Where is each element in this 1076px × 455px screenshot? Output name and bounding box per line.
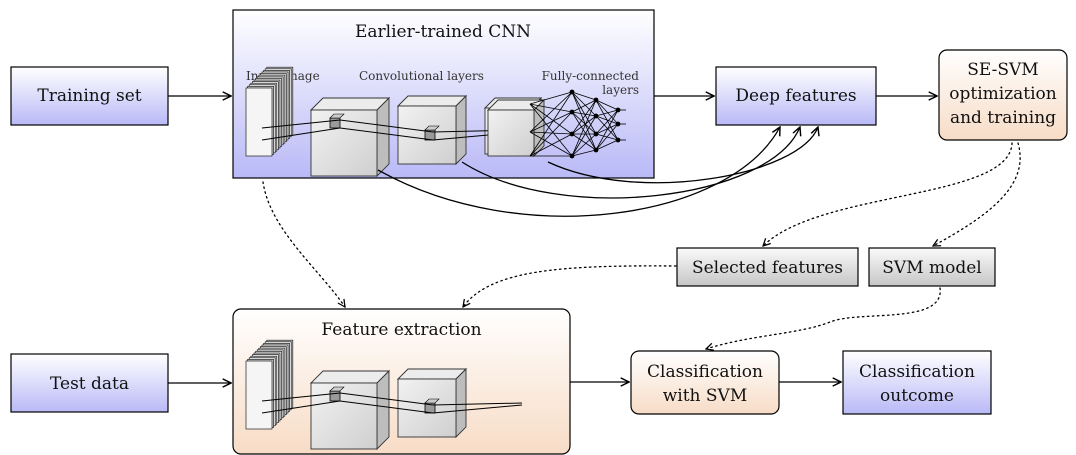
fc-edge	[571, 115, 597, 157]
fc-neuron	[569, 131, 575, 137]
fc-neuron	[569, 109, 575, 115]
fc-edge	[595, 115, 619, 141]
classification-label-line2: with SVM	[663, 386, 748, 406]
projection-line	[261, 400, 341, 414]
projection-line	[261, 127, 341, 141]
conv-kernel-1	[329, 113, 345, 129]
selected-features-node: Selected features	[676, 247, 859, 287]
conv-kernel-1	[329, 386, 345, 402]
fc-edge	[529, 111, 573, 157]
test-data-node: Test data	[10, 353, 169, 413]
conv-cube-1	[309, 96, 391, 178]
input-image-stack	[245, 66, 294, 157]
projection-line	[339, 127, 434, 141]
fc-edge	[571, 91, 597, 101]
fc-edge	[571, 133, 597, 157]
fc-edge	[529, 103, 573, 157]
arrow-fc-to-deep	[547, 127, 818, 184]
fc-edge	[571, 111, 597, 135]
deep-features-node: Deep features	[715, 66, 877, 126]
svm-model-node: SVM model	[868, 247, 996, 287]
fc-edge	[571, 133, 597, 151]
dotted-svmmodel-to-classification	[706, 287, 941, 349]
sesvm-label-line1: SE-SVM	[967, 60, 1038, 80]
fc-edge	[571, 91, 597, 135]
fc-edge	[571, 91, 597, 151]
fc-neuron	[593, 113, 599, 119]
projection-line	[432, 404, 523, 414]
projection-line	[261, 119, 341, 129]
fc-label-line1: Fully-connected	[542, 69, 640, 83]
conv-layers-label: Convolutional layers	[359, 69, 484, 83]
fc-edge	[595, 109, 619, 117]
fc-edge	[571, 111, 597, 117]
feature-extraction-title: Feature extraction	[321, 320, 481, 340]
training-set-label: Training set	[37, 86, 141, 106]
fc-edge	[571, 149, 597, 157]
fully-connected-network	[529, 89, 626, 159]
fc-edge	[529, 91, 573, 157]
projection-line	[339, 400, 434, 414]
fc-edge	[571, 99, 597, 157]
projection-line	[432, 402, 523, 406]
fc-edge	[571, 91, 597, 117]
fc-neuron	[569, 89, 575, 95]
cnn-title: Earlier-trained CNN	[355, 22, 531, 42]
fc-edge	[529, 91, 573, 105]
training-set-node: Training set	[10, 66, 169, 126]
fc-edge	[571, 99, 597, 135]
arrow-conv2-to-deep	[461, 127, 800, 199]
conv-cube-3	[486, 98, 546, 158]
fc-neuron	[569, 153, 575, 159]
fc-edge	[595, 99, 619, 125]
arrow-conv1-to-deep	[377, 127, 780, 217]
projection-line	[261, 392, 341, 402]
fc-edge	[595, 139, 619, 151]
dotted-sesvm-to-svmmodel	[933, 142, 1021, 246]
conv-kernel-2	[424, 398, 440, 414]
sesvm-node: SE-SVM optimization and training	[938, 49, 1068, 141]
fc-edge	[529, 103, 573, 135]
fc-neuron	[593, 147, 599, 153]
classification-label-line1: Classification	[647, 362, 763, 382]
fc-edge	[595, 109, 619, 151]
projection-line	[339, 119, 434, 133]
cnn-illustration-bottom	[245, 98, 546, 451]
fc-edge	[529, 111, 573, 133]
fc-neuron	[593, 97, 599, 103]
fc-edge	[529, 103, 573, 113]
selected-features-label: Selected features	[692, 258, 843, 278]
sesvm-label-line3: and training	[950, 108, 1056, 128]
fc-edge	[571, 115, 597, 135]
fc-edge	[595, 123, 619, 135]
test-data-label: Test data	[50, 374, 129, 394]
fc-neuron	[593, 131, 599, 137]
fc-edge	[571, 99, 597, 113]
svm-model-label: SVM model	[882, 258, 981, 278]
fc-label-line2: layers	[602, 83, 639, 97]
deep-features-label: Deep features	[735, 86, 856, 106]
sesvm-label-line2: optimization	[949, 84, 1057, 104]
outcome-label-line2: outcome	[880, 386, 954, 406]
fc-edge	[571, 111, 597, 151]
conv-cube-1	[309, 369, 391, 451]
fc-edge	[529, 131, 573, 135]
outcome-node: Classification outcome	[842, 350, 992, 415]
fc-edge	[529, 133, 573, 157]
fc-edge	[529, 91, 573, 133]
conv-kernel-2	[424, 125, 440, 141]
fc-edge	[529, 131, 573, 157]
projection-line	[339, 392, 434, 406]
fc-edge	[595, 99, 619, 111]
classification-node: Classification with SVM	[630, 350, 780, 415]
dotted-selected-to-extraction	[463, 265, 677, 307]
fc-edge	[595, 123, 619, 151]
fc-edge	[595, 115, 619, 125]
dotted-cnn-to-extraction	[262, 181, 345, 307]
fc-edge	[595, 109, 619, 135]
dotted-sesvm-to-selected	[763, 142, 1013, 246]
outcome-label-line1: Classification	[859, 362, 975, 382]
